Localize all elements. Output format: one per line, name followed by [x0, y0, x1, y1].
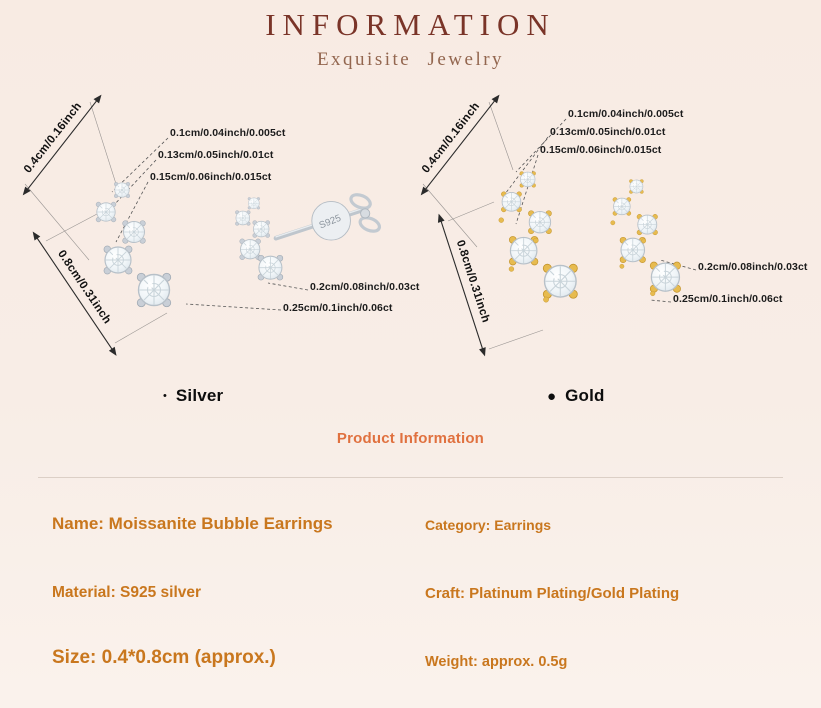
gold-variant-label: ● Gold — [547, 386, 605, 405]
silver-stone-size-label: 0.1cm/0.04inch/0.005ct — [170, 127, 286, 139]
silver-width-dimension: 0.4cm/0.16inch — [9, 84, 105, 198]
gold-width-dimension: 0.4cm/0.16inch — [407, 84, 503, 198]
gold-earring-front-image — [487, 163, 599, 316]
page-subtitle: Exquisite Jewelry — [316, 49, 505, 70]
gold-stone-size-label: 0.2cm/0.08inch/0.03ct — [698, 261, 808, 273]
silver-stone-size-label: 0.2cm/0.08inch/0.03ct — [310, 281, 420, 293]
silver-height-dimension: 0.8cm/0.31inch — [29, 222, 131, 359]
silver-stone-size-label: 0.25cm/0.1inch/0.06ct — [283, 302, 393, 314]
silver-bullet-icon: • — [163, 389, 167, 402]
detail-size: Size: 0.4*0.8cm (approx.) — [52, 647, 276, 668]
double-arrow — [32, 231, 117, 356]
gold-gem-cluster — [499, 172, 578, 303]
gold-stone-size-label: 0.1cm/0.04inch/0.005ct — [568, 108, 684, 120]
silver-stone-size-label: 0.13cm/0.05inch/0.01ct — [158, 149, 274, 161]
double-arrow — [437, 213, 486, 357]
silver-width-label: 0.4cm/0.16inch — [21, 100, 85, 176]
divider — [38, 477, 783, 478]
double-arrow — [420, 94, 500, 196]
silver-earring-side-view — [235, 192, 381, 280]
silver-stone-size-label: 0.15cm/0.06inch/0.015ct — [150, 171, 272, 183]
gold-stone-size-label: 0.15cm/0.06inch/0.015ct — [540, 144, 662, 156]
gold-stone-size-label: 0.25cm/0.1inch/0.06ct — [673, 293, 783, 305]
gold-height-dimension: 0.8cm/0.31inch — [434, 208, 501, 357]
silver-variant-label: • Silver — [163, 386, 224, 405]
double-arrow — [22, 94, 102, 196]
gold-bullet-icon: ● — [547, 387, 557, 405]
page-title: INFORMATION — [265, 7, 556, 42]
section-title: Product Information — [336, 430, 485, 447]
detail-craft: Craft: Platinum Plating/Gold Plating — [425, 585, 680, 602]
gold-width-label: 0.4cm/0.16inch — [419, 100, 483, 176]
gold-earring-front-image-2 — [600, 172, 700, 308]
detail-name: Name: Moissanite Bubble Earrings — [52, 514, 333, 533]
detail-weight: Weight: approx. 0.5g — [425, 654, 568, 670]
silver-gem-cluster — [96, 182, 171, 307]
gold-gem-cluster — [611, 179, 681, 295]
gold-stone-size-label: 0.13cm/0.05inch/0.01ct — [550, 126, 666, 138]
detail-material: Material: S925 silver — [52, 584, 202, 601]
detail-category: Category: Earrings — [425, 517, 552, 533]
